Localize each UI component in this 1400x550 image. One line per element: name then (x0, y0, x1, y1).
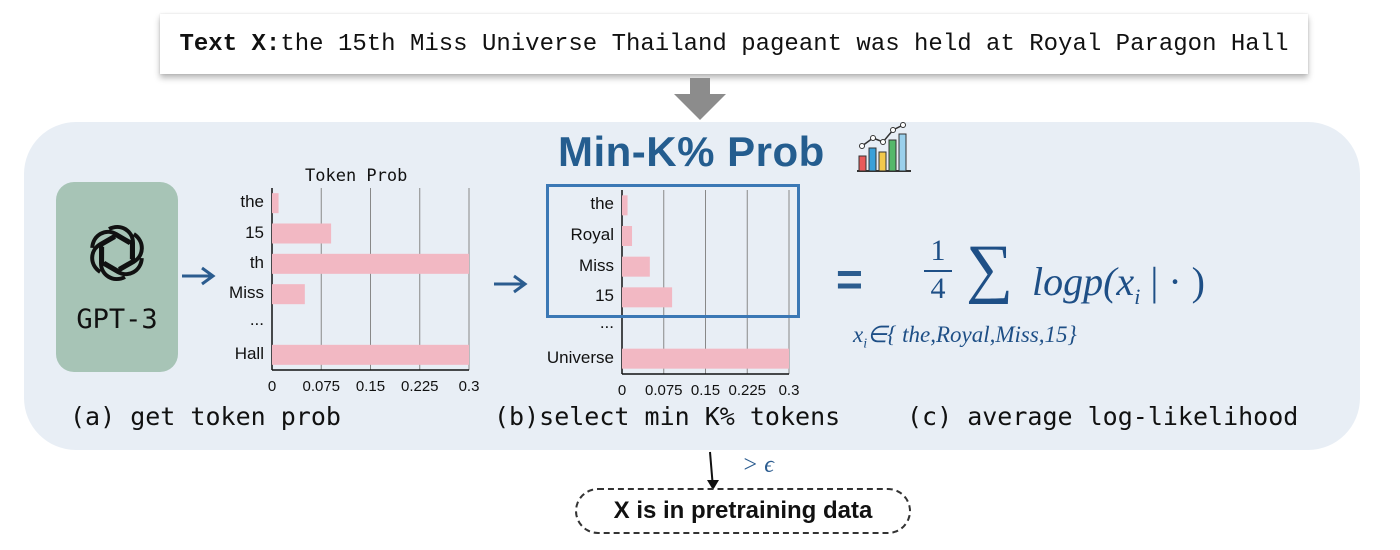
model-name: GPT-3 (76, 304, 158, 335)
y-tick-label: 15 (595, 286, 614, 306)
result-text: X is in pretraining data (613, 497, 873, 524)
threshold-arrow-icon (707, 451, 719, 490)
step-b-caption: (b)select min K% tokens (494, 402, 841, 431)
y-tick-label: Miss (229, 283, 264, 303)
y-tick-label: the (590, 194, 614, 214)
y-tick-label: 15 (245, 222, 264, 242)
step-a-caption: (a) get token prob (70, 402, 341, 431)
x-tick-label: 0 (617, 382, 627, 399)
index-sub: i (863, 336, 868, 352)
openai-logo-icon (90, 224, 144, 282)
x-tick-label: 0.15 (355, 378, 386, 395)
x-tick-label: 0.15 (690, 382, 721, 399)
x-tick-label: 0.3 (778, 382, 800, 399)
log-prob-text: logp(x (1032, 259, 1135, 304)
fraction: 1 4 (924, 234, 952, 306)
x-tick-label: 0.225 (400, 378, 439, 395)
fraction-numerator: 1 (930, 234, 946, 267)
log-prob-term: logp(xi | · ) (1032, 258, 1205, 310)
x-tick-label: 0.225 (728, 382, 767, 399)
method-panel (24, 122, 1360, 450)
min-k-selection-box (546, 184, 800, 318)
chart-a-title: Token Prob (305, 166, 408, 186)
y-tick-label: ... (249, 309, 264, 329)
sum-index-set: xi∈{ the,Royal,Miss,15} (853, 322, 1077, 353)
title-text: Min-K% Prob (558, 128, 825, 175)
y-tick-label: the (240, 192, 264, 212)
y-tick-label: th (249, 252, 264, 272)
x-tick-label: 0 (267, 378, 277, 395)
input-text-box: Text X: the 15th Miss Universe Thailand … (160, 14, 1308, 74)
x-tick-label: 0.3 (458, 378, 480, 395)
model-box: GPT-3 (56, 182, 178, 372)
input-text: the 15th Miss Universe Thailand pageant … (280, 30, 1289, 58)
bar-chart-icon (857, 122, 911, 172)
sum-symbol: ∑ (966, 232, 1014, 305)
input-label: Text X: (179, 30, 281, 58)
x-tick-label: 0.075 (644, 382, 683, 399)
result-box: X is in pretraining data (575, 488, 911, 534)
step-c-caption: (c) average log-likelihood (907, 402, 1299, 431)
equals-sign: = (836, 253, 863, 305)
threshold-label: > ϵ (742, 452, 774, 478)
index-set: ∈{ the,Royal,Miss,15} (867, 322, 1077, 347)
y-tick-label: Hall (234, 343, 264, 363)
down-arrow-icon (674, 78, 726, 120)
y-tick-label: Universe (546, 347, 614, 367)
x-tick-label: 0.075 (302, 378, 341, 395)
index-var: x (853, 322, 864, 347)
method-title: Min-K% Prob (558, 128, 825, 176)
arrow-right-icon (494, 274, 528, 294)
fraction-denominator: 4 (924, 270, 952, 306)
y-tick-label: Miss (579, 255, 614, 275)
y-tick-label: Royal (570, 225, 614, 244)
log-prob-tail: | · ) (1140, 259, 1205, 304)
arrow-right-icon (182, 266, 216, 286)
log-prob-subscript: i (1134, 284, 1141, 309)
